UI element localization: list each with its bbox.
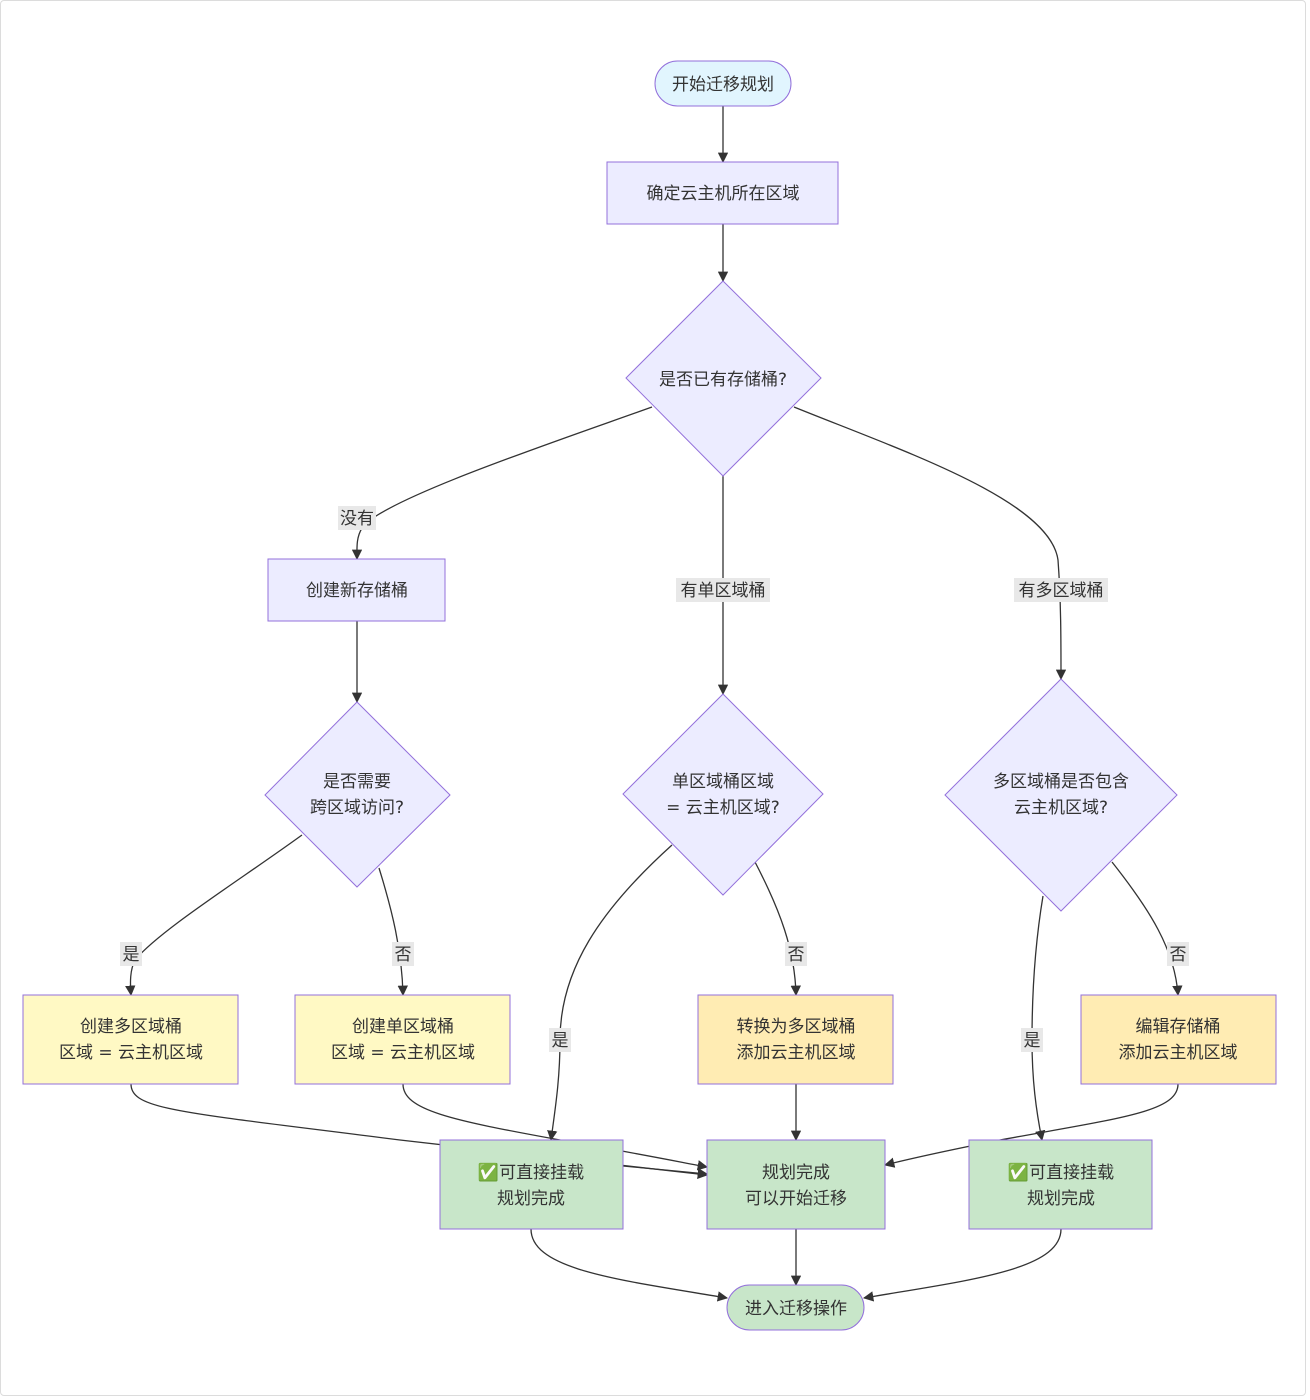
edge-label-single: 有单区域桶 — [676, 578, 770, 602]
edges — [125, 106, 1183, 1302]
node-create-multi-line1: 创建多区域桶 — [80, 1017, 182, 1037]
svg-text:没有: 没有 — [340, 509, 374, 529]
node-create-new-label: 创建新存储桶 — [306, 581, 408, 601]
node-mount-a[interactable]: ✅可直接挂载 规划完成 — [439, 1139, 624, 1230]
svg-text:是: 是 — [1024, 1031, 1041, 1051]
edge-single-mounta — [547, 844, 673, 1142]
node-done-line2: 可以开始迁移 — [745, 1189, 847, 1209]
node-mount-a-line1: ✅可直接挂载 — [478, 1162, 584, 1183]
edge-single-convert — [754, 861, 801, 997]
edge-label-single-no: 否 — [785, 942, 807, 966]
edge-labels: 没有 有单区域桶 有多区域桶 是 否 是 否 是 — [120, 506, 1189, 1052]
edge-label-multi-no: 否 — [1167, 942, 1189, 966]
node-create-multi[interactable]: 创建多区域桶 区域 = 云主机区域 — [22, 994, 239, 1085]
node-mount-b-line1: ✅可直接挂载 — [1008, 1162, 1114, 1183]
node-single-eq-line1: 单区域桶区域 — [672, 772, 774, 792]
node-create-single[interactable]: 创建单区域桶 区域 = 云主机区域 — [294, 994, 511, 1085]
node-convert-multi-line2: 添加云主机区域 — [737, 1043, 856, 1063]
node-create-new[interactable]: 创建新存储桶 — [267, 558, 446, 622]
edge-cross-createsingle — [378, 867, 408, 997]
svg-text:否: 否 — [788, 945, 805, 965]
edge-mountb-enter — [862, 1228, 1062, 1302]
edge-multi-mountb — [1031, 895, 1046, 1142]
node-has-bucket-label: 是否已有存储桶? — [659, 370, 787, 390]
node-edit-bucket[interactable]: 编辑存储桶 添加云主机区域 — [1080, 994, 1277, 1085]
node-convert-multi[interactable]: 转换为多区域桶 添加云主机区域 — [697, 994, 894, 1085]
node-create-single-line2: 区域 = 云主机区域 — [331, 1043, 475, 1063]
node-region[interactable]: 确定云主机所在区域 — [606, 161, 839, 225]
svg-text:有单区域桶: 有单区域桶 — [681, 581, 766, 601]
edge-hasbucket-multi — [793, 406, 1067, 681]
node-create-multi-line2: 区域 = 云主机区域 — [59, 1043, 203, 1063]
edge-mounta-done — [622, 1165, 709, 1179]
node-mount-a-line2: 规划完成 — [497, 1189, 565, 1209]
node-edit-bucket-line1: 编辑存储桶 — [1136, 1017, 1221, 1037]
node-start[interactable]: 开始迁移规划 — [654, 60, 792, 107]
node-done-line1: 规划完成 — [762, 1163, 830, 1183]
node-multi-contains-line1: 多区域桶是否包含 — [993, 772, 1129, 792]
node-done[interactable]: 规划完成 可以开始迁移 — [706, 1139, 886, 1230]
edge-label-single-yes: 是 — [549, 1028, 571, 1052]
edge-label-cross-no: 否 — [392, 942, 414, 966]
nodes: 开始迁移规划 确定云主机所在区域 是否已有存储桶? 创建新存储桶 是否需要 跨区… — [22, 60, 1277, 1331]
edge-hasbucket-createnew — [351, 406, 653, 561]
svg-text:否: 否 — [395, 945, 412, 965]
node-multi-contains-line2: 云主机区域? — [1014, 798, 1108, 818]
node-cross-region-line2: 跨区域访问? — [310, 798, 404, 818]
node-multi-contains[interactable]: 多区域桶是否包含 云主机区域? — [944, 678, 1178, 912]
node-edit-bucket-line2: 添加云主机区域 — [1119, 1043, 1238, 1063]
edge-edit-done — [883, 1083, 1179, 1168]
edge-label-multi-yes: 是 — [1021, 1028, 1043, 1052]
node-cross-region[interactable]: 是否需要 跨区域访问? — [264, 701, 451, 888]
edge-mounta-enter — [530, 1228, 729, 1302]
node-enter-label: 进入迁移操作 — [745, 1299, 847, 1319]
svg-text:是: 是 — [552, 1031, 569, 1051]
edge-label-none: 没有 — [338, 506, 376, 530]
edge-label-multi: 有多区域桶 — [1014, 578, 1108, 602]
node-create-single-line1: 创建单区域桶 — [352, 1017, 454, 1037]
edge-label-cross-yes: 是 — [120, 942, 142, 966]
node-mount-b[interactable]: ✅可直接挂载 规划完成 — [968, 1139, 1153, 1230]
node-single-eq[interactable]: 单区域桶区域 = 云主机区域? — [622, 693, 824, 896]
edge-multi-edit — [1111, 861, 1183, 997]
svg-text:有多区域桶: 有多区域桶 — [1019, 581, 1104, 601]
node-convert-multi-line1: 转换为多区域桶 — [737, 1017, 856, 1037]
svg-text:否: 否 — [1170, 945, 1187, 965]
node-mount-b-line2: 规划完成 — [1027, 1189, 1095, 1209]
edge-cross-createmulti — [125, 834, 303, 997]
node-cross-region-line1: 是否需要 — [323, 772, 391, 792]
svg-text:是: 是 — [123, 945, 140, 965]
node-start-label: 开始迁移规划 — [672, 75, 774, 95]
node-single-eq-line2: = 云主机区域? — [666, 798, 780, 818]
node-region-label: 确定云主机所在区域 — [647, 184, 800, 204]
node-has-bucket[interactable]: 是否已有存储桶? — [625, 280, 822, 477]
node-enter[interactable]: 进入迁移操作 — [726, 1284, 865, 1331]
